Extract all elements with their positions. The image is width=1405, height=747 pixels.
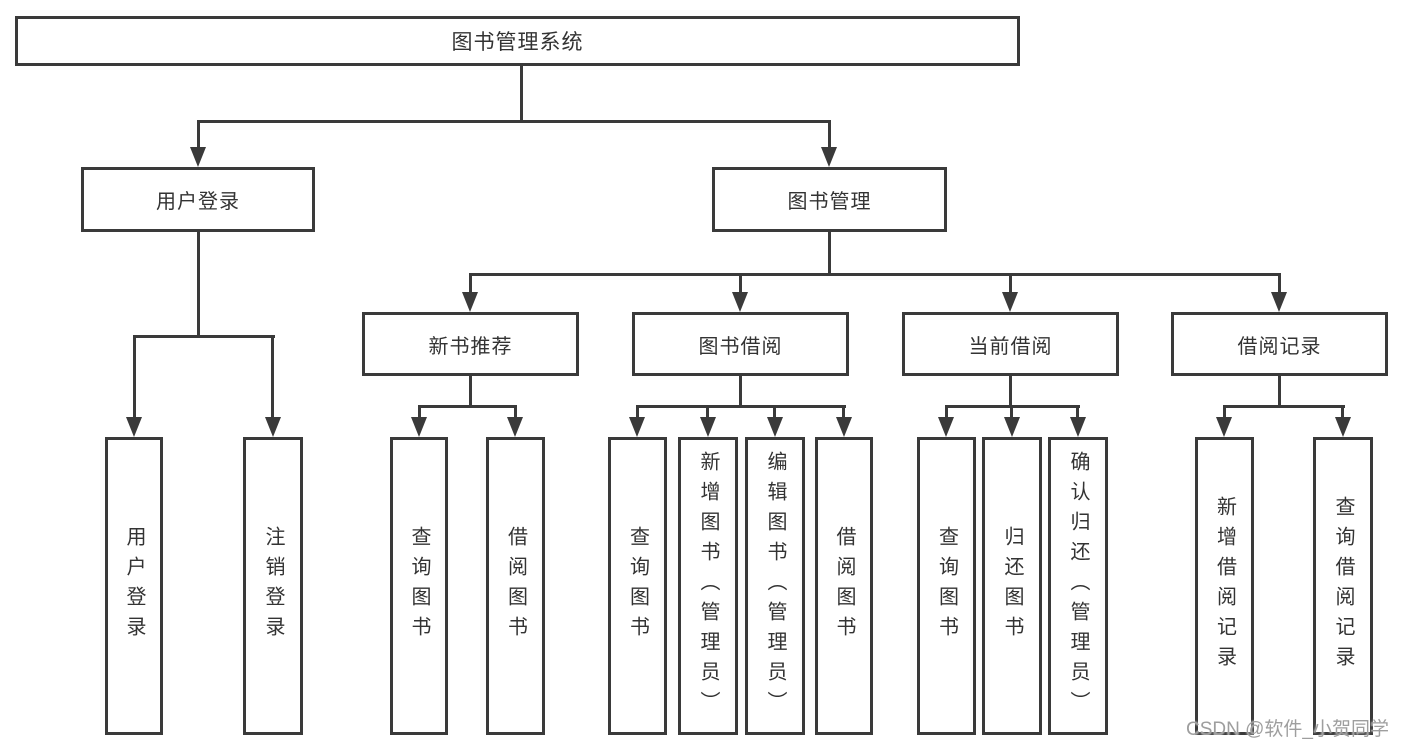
node-library-management-system-label: 图书管理系统 [451,31,584,54]
leaf-query-books-borrowing: 查询图书 [608,437,667,735]
connector-book-borrow-bar [636,405,846,408]
arrow-down-icon [1004,417,1020,437]
node-current-borrowing-label: 当前借阅 [968,335,1053,358]
leaf-borrow-books-recommend: 借阅图书 [486,437,545,735]
leaf-add-books-admin-label: 新增图书（管理员） [697,451,719,721]
leaf-query-books-borrowing-label: 查询图书 [626,526,649,646]
leaf-return-books-label: 归还图书 [1001,526,1023,646]
connector-drop [945,405,948,419]
leaf-query-books-current: 查询图书 [917,437,976,735]
leaf-add-borrow-record: 新增借阅记录 [1195,437,1254,735]
connector-drop-user-login [197,120,200,150]
node-book-management-label: 图书管理 [787,191,872,213]
connector-drop [636,405,639,419]
connector-borrow-record-bar [1223,405,1345,408]
node-borrowing-records-label: 借阅记录 [1237,335,1322,358]
connector-drop [514,405,517,419]
connector-drop-new-book-rec [469,273,472,294]
watermark-text: CSDN @软件_小贺同学 [1186,719,1389,740]
arrow-down-icon [1002,292,1018,312]
connector-drop [1341,405,1344,419]
leaf-borrow-books-recommend-label: 借阅图书 [504,526,527,646]
node-book-borrowing: 图书借阅 [632,312,849,376]
connector-new-book-rec-bar [418,405,517,408]
leaf-borrow-books-borrowing: 借阅图书 [815,437,873,735]
connector-drop-logout [271,335,274,419]
leaf-add-books-admin: 新增图书（管理员） [678,437,738,735]
connector-root-stub [520,66,523,123]
connector-drop [706,405,709,419]
node-new-book-recommendation-label: 新书推荐 [428,335,513,358]
connector-borrow-record-stub [1278,376,1281,408]
leaf-query-borrow-record: 查询借阅记录 [1313,437,1373,735]
connector-book-management-bar [469,273,1281,276]
leaf-confirm-return-admin-label: 确认归还（管理员） [1067,451,1089,721]
arrow-down-icon [1216,417,1232,437]
connector-book-borrow-stub [739,376,742,408]
connector-new-book-rec-stub [469,376,472,408]
arrow-down-icon [190,147,206,167]
connector-drop-book-borrow [739,273,742,294]
connector-root-bar [197,120,831,123]
node-borrowing-records: 借阅记录 [1171,312,1388,376]
leaf-confirm-return-admin: 确认归还（管理员） [1048,437,1108,735]
leaf-edit-books-admin: 编辑图书（管理员） [745,437,805,735]
arrow-down-icon [1070,417,1086,437]
arrow-down-icon [700,417,716,437]
arrow-down-icon [629,417,645,437]
leaf-user-login-label: 用户登录 [123,526,145,646]
node-book-borrowing-label: 图书借阅 [698,335,783,358]
connector-drop [1010,405,1013,419]
arrow-down-icon [821,147,837,167]
arrow-down-icon [1271,292,1287,312]
arrow-down-icon [265,417,281,437]
connector-drop-book-management [828,120,831,150]
arrow-down-icon [507,417,523,437]
connector-drop-current-borrow [1009,273,1012,294]
connector-user-login-bar [133,335,275,338]
connector-drop [773,405,776,419]
leaf-query-books-current-label: 查询图书 [935,526,958,646]
node-book-management: 图书管理 [712,167,947,232]
leaf-edit-books-admin-label: 编辑图书（管理员） [764,451,786,721]
leaf-return-books: 归还图书 [982,437,1042,735]
connector-drop [418,405,421,419]
leaf-add-borrow-record-label: 新增借阅记录 [1213,496,1236,676]
connector-drop [1223,405,1226,419]
node-user-login-label: 用户登录 [156,191,240,213]
leaf-logout-label: 注销登录 [262,526,284,646]
connector-user-login-stub [197,232,200,338]
arrow-down-icon [938,417,954,437]
leaf-query-books-recommend-label: 查询图书 [408,526,430,646]
node-new-book-recommendation: 新书推荐 [362,312,579,376]
leaf-query-books-recommend: 查询图书 [390,437,448,735]
arrow-down-icon [732,292,748,312]
node-current-borrowing: 当前借阅 [902,312,1119,376]
connector-current-borrow-stub [1009,376,1012,408]
arrow-down-icon [836,417,852,437]
arrow-down-icon [411,417,427,437]
connector-drop-borrow-record [1278,273,1281,294]
node-library-management-system: 图书管理系统 [15,16,1020,66]
arrow-down-icon [1335,417,1351,437]
leaf-query-borrow-record-label: 查询借阅记录 [1332,496,1354,676]
connector-drop [1076,405,1079,419]
connector-book-management-stub [828,232,831,276]
node-user-login: 用户登录 [81,167,315,232]
connector-drop-login [133,335,136,419]
leaf-borrow-books-borrowing-label: 借阅图书 [833,526,855,646]
arrow-down-icon [126,417,142,437]
arrow-down-icon [767,417,783,437]
connector-drop [842,405,845,419]
leaf-user-login: 用户登录 [105,437,163,735]
leaf-logout: 注销登录 [243,437,303,735]
arrow-down-icon [462,292,478,312]
